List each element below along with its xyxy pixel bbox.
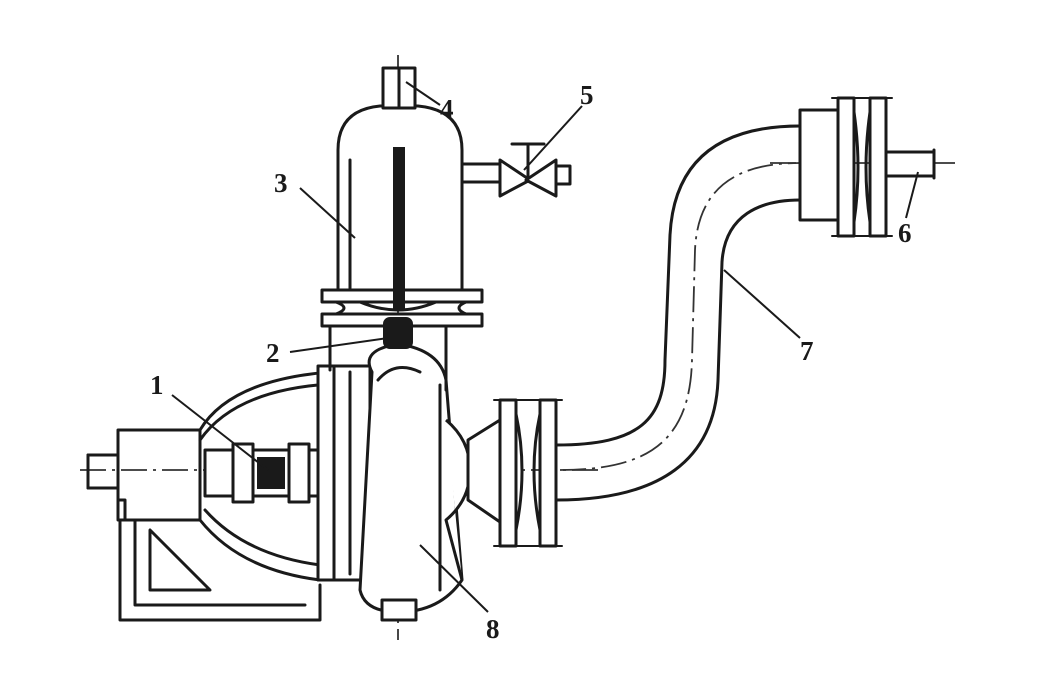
- leader-1: [171, 394, 269, 471]
- pump-casing: [316, 342, 502, 622]
- callout-1: 1: [150, 370, 164, 400]
- leader-3: [299, 187, 356, 239]
- shaft-coupling: [203, 442, 331, 504]
- callout-4: 4: [440, 94, 454, 124]
- leader-7: [723, 269, 801, 339]
- callout-3: 3: [274, 168, 288, 198]
- air-valve: [460, 142, 572, 198]
- callout-8: 8: [486, 614, 500, 644]
- callout-labels: 1 2 3 4 5 6 7 8: [150, 80, 912, 644]
- callout-7: 7: [800, 336, 814, 366]
- leader-4: [405, 81, 441, 106]
- inlet-bend-pipe: [554, 124, 802, 502]
- inlet-flange: [798, 96, 936, 238]
- leader-6: [905, 171, 919, 219]
- leader-8: [419, 544, 489, 613]
- connecting-pipe: [328, 323, 448, 392]
- bearing-frame: [86, 370, 332, 622]
- separator-tank: [336, 66, 464, 309]
- leader-5: [523, 105, 583, 171]
- callout-5: 5: [580, 80, 594, 110]
- discharge-flange: [493, 398, 563, 548]
- leader-2: [289, 337, 389, 353]
- leader-lines: [171, 81, 919, 613]
- callout-6: 6: [898, 218, 912, 248]
- callout-2: 2: [266, 338, 280, 368]
